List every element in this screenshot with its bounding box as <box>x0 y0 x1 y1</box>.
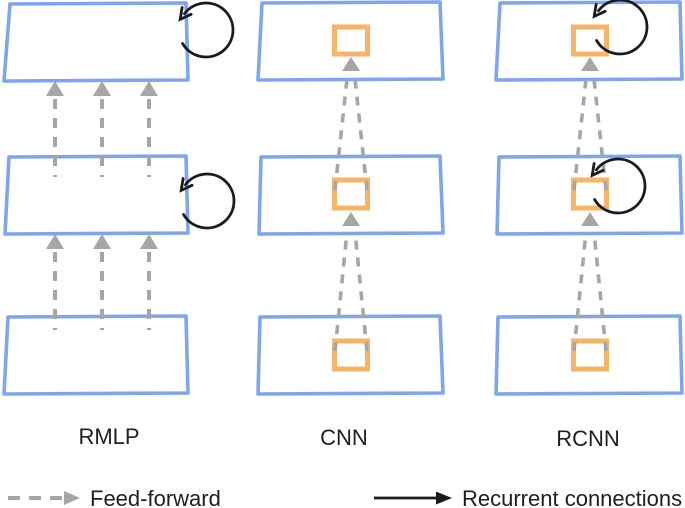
cnn-feedforward-arrows-l1-l2 <box>333 212 369 352</box>
cnn-column <box>256 0 445 396</box>
rcnn-recurrent-loop-l2 <box>590 157 647 215</box>
feed-forward-dashed-line <box>572 231 588 352</box>
rcnn-feedforward-arrows-l2-l3 <box>572 57 608 191</box>
feed-forward-dashed-line <box>572 78 588 191</box>
legend-feedforward-item: Feed-forward <box>8 486 221 508</box>
feed-forward-dashed-line <box>353 231 369 352</box>
rmlp-layer-3 <box>2 1 190 83</box>
rmlp-feedforward-arrows-l1-l2 <box>46 234 158 330</box>
cnn-unit-l2 <box>332 177 370 211</box>
cnn-unit-l3 <box>332 24 370 57</box>
rmlp-layer-1 <box>2 314 190 396</box>
feed-forward-arrowhead-icon <box>581 212 599 226</box>
cnn-label: CNN <box>320 425 368 450</box>
feed-forward-arrowhead-icon <box>46 81 64 96</box>
rmlp-layer-2 <box>3 154 190 236</box>
feed-forward-dashed-line <box>592 231 608 352</box>
feed-forward-arrowhead-icon <box>342 212 360 226</box>
cnn-feedforward-arrows-l2-l3 <box>333 57 369 191</box>
feed-forward-arrowhead-icon <box>93 81 111 96</box>
recurrent-loop-arrowhead-icon <box>590 162 605 178</box>
rmlp-feedforward-arrows-l2-l3 <box>46 81 158 177</box>
recurrent-loop-icon <box>181 1 235 59</box>
feed-forward-dashed-line <box>592 78 608 191</box>
recurrent-loop-arrowhead-icon <box>592 3 607 19</box>
recurrent-loop-arrowhead-icon <box>179 177 194 193</box>
feed-forward-dashed-line <box>333 78 349 191</box>
rcnn-recurrent-loop-l3 <box>592 0 649 56</box>
rcnn-column <box>494 0 684 396</box>
rmlp-label: RMLP <box>78 424 139 449</box>
recurrent-arrowhead-icon <box>436 491 452 505</box>
feed-forward-arrowhead-icon <box>46 234 64 249</box>
legend-feedforward-label: Feed-forward <box>90 486 221 508</box>
feed-forward-arrowhead-icon <box>342 57 360 71</box>
recurrent-loop-icon <box>595 0 649 56</box>
cnn-unit-l1 <box>332 338 370 372</box>
feed-forward-arrowhead-icon <box>64 491 80 505</box>
feed-forward-dashed-line <box>353 78 369 191</box>
legend-recurrent-item: Recurrent connections <box>374 486 682 508</box>
rcnn-label: RCNN <box>556 426 620 451</box>
rmlp-recurrent-loop-l3 <box>178 1 235 59</box>
rcnn-unit-l3 <box>571 24 609 57</box>
recurrent-loop-arrowhead-icon <box>178 6 193 22</box>
feed-forward-arrowhead-icon <box>140 234 158 249</box>
rcnn-feedforward-arrows-l1-l2 <box>572 212 608 352</box>
rmlp-column <box>2 1 236 396</box>
rcnn-unit-l2 <box>571 177 609 211</box>
feed-forward-arrowhead-icon <box>140 81 158 96</box>
legend-recurrent-label: Recurrent connections <box>462 486 682 508</box>
rmlp-recurrent-loop-l2 <box>179 172 236 230</box>
feed-forward-dashed-line <box>333 231 349 352</box>
legend: Feed-forward Recurrent connections <box>8 486 682 508</box>
feed-forward-arrowhead-icon <box>93 234 111 249</box>
recurrent-loop-icon <box>182 172 236 230</box>
rcnn-unit-l1 <box>571 338 609 372</box>
feed-forward-arrowhead-icon <box>581 57 599 71</box>
recurrent-loop-icon <box>593 157 647 215</box>
